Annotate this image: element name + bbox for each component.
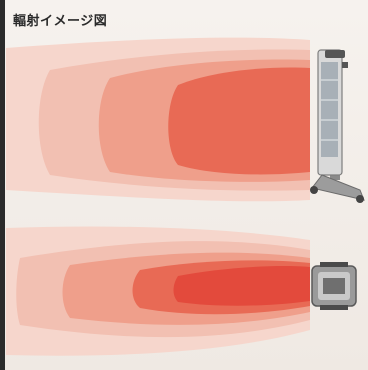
topview-wheel-bottom (320, 305, 348, 310)
bottom-zone-5 (173, 266, 310, 306)
topview-grille (323, 278, 345, 294)
standing-radiant-heater-icon (310, 49, 365, 203)
heater-cap (325, 50, 345, 58)
wheel-right (356, 195, 364, 203)
heater-top-view-icon (311, 262, 357, 310)
diagram-title: 輻射イメージ図 (13, 14, 108, 29)
bottom-radiation-zones (6, 226, 310, 356)
left-border (0, 0, 5, 370)
wheel-left (310, 186, 318, 194)
topview-wheel-top (320, 262, 348, 267)
top-radiation-zones (6, 37, 310, 202)
top-zone-4 (168, 67, 310, 175)
heater-panel (321, 62, 338, 157)
heater-knob (342, 62, 348, 68)
heater-stand (311, 174, 365, 201)
